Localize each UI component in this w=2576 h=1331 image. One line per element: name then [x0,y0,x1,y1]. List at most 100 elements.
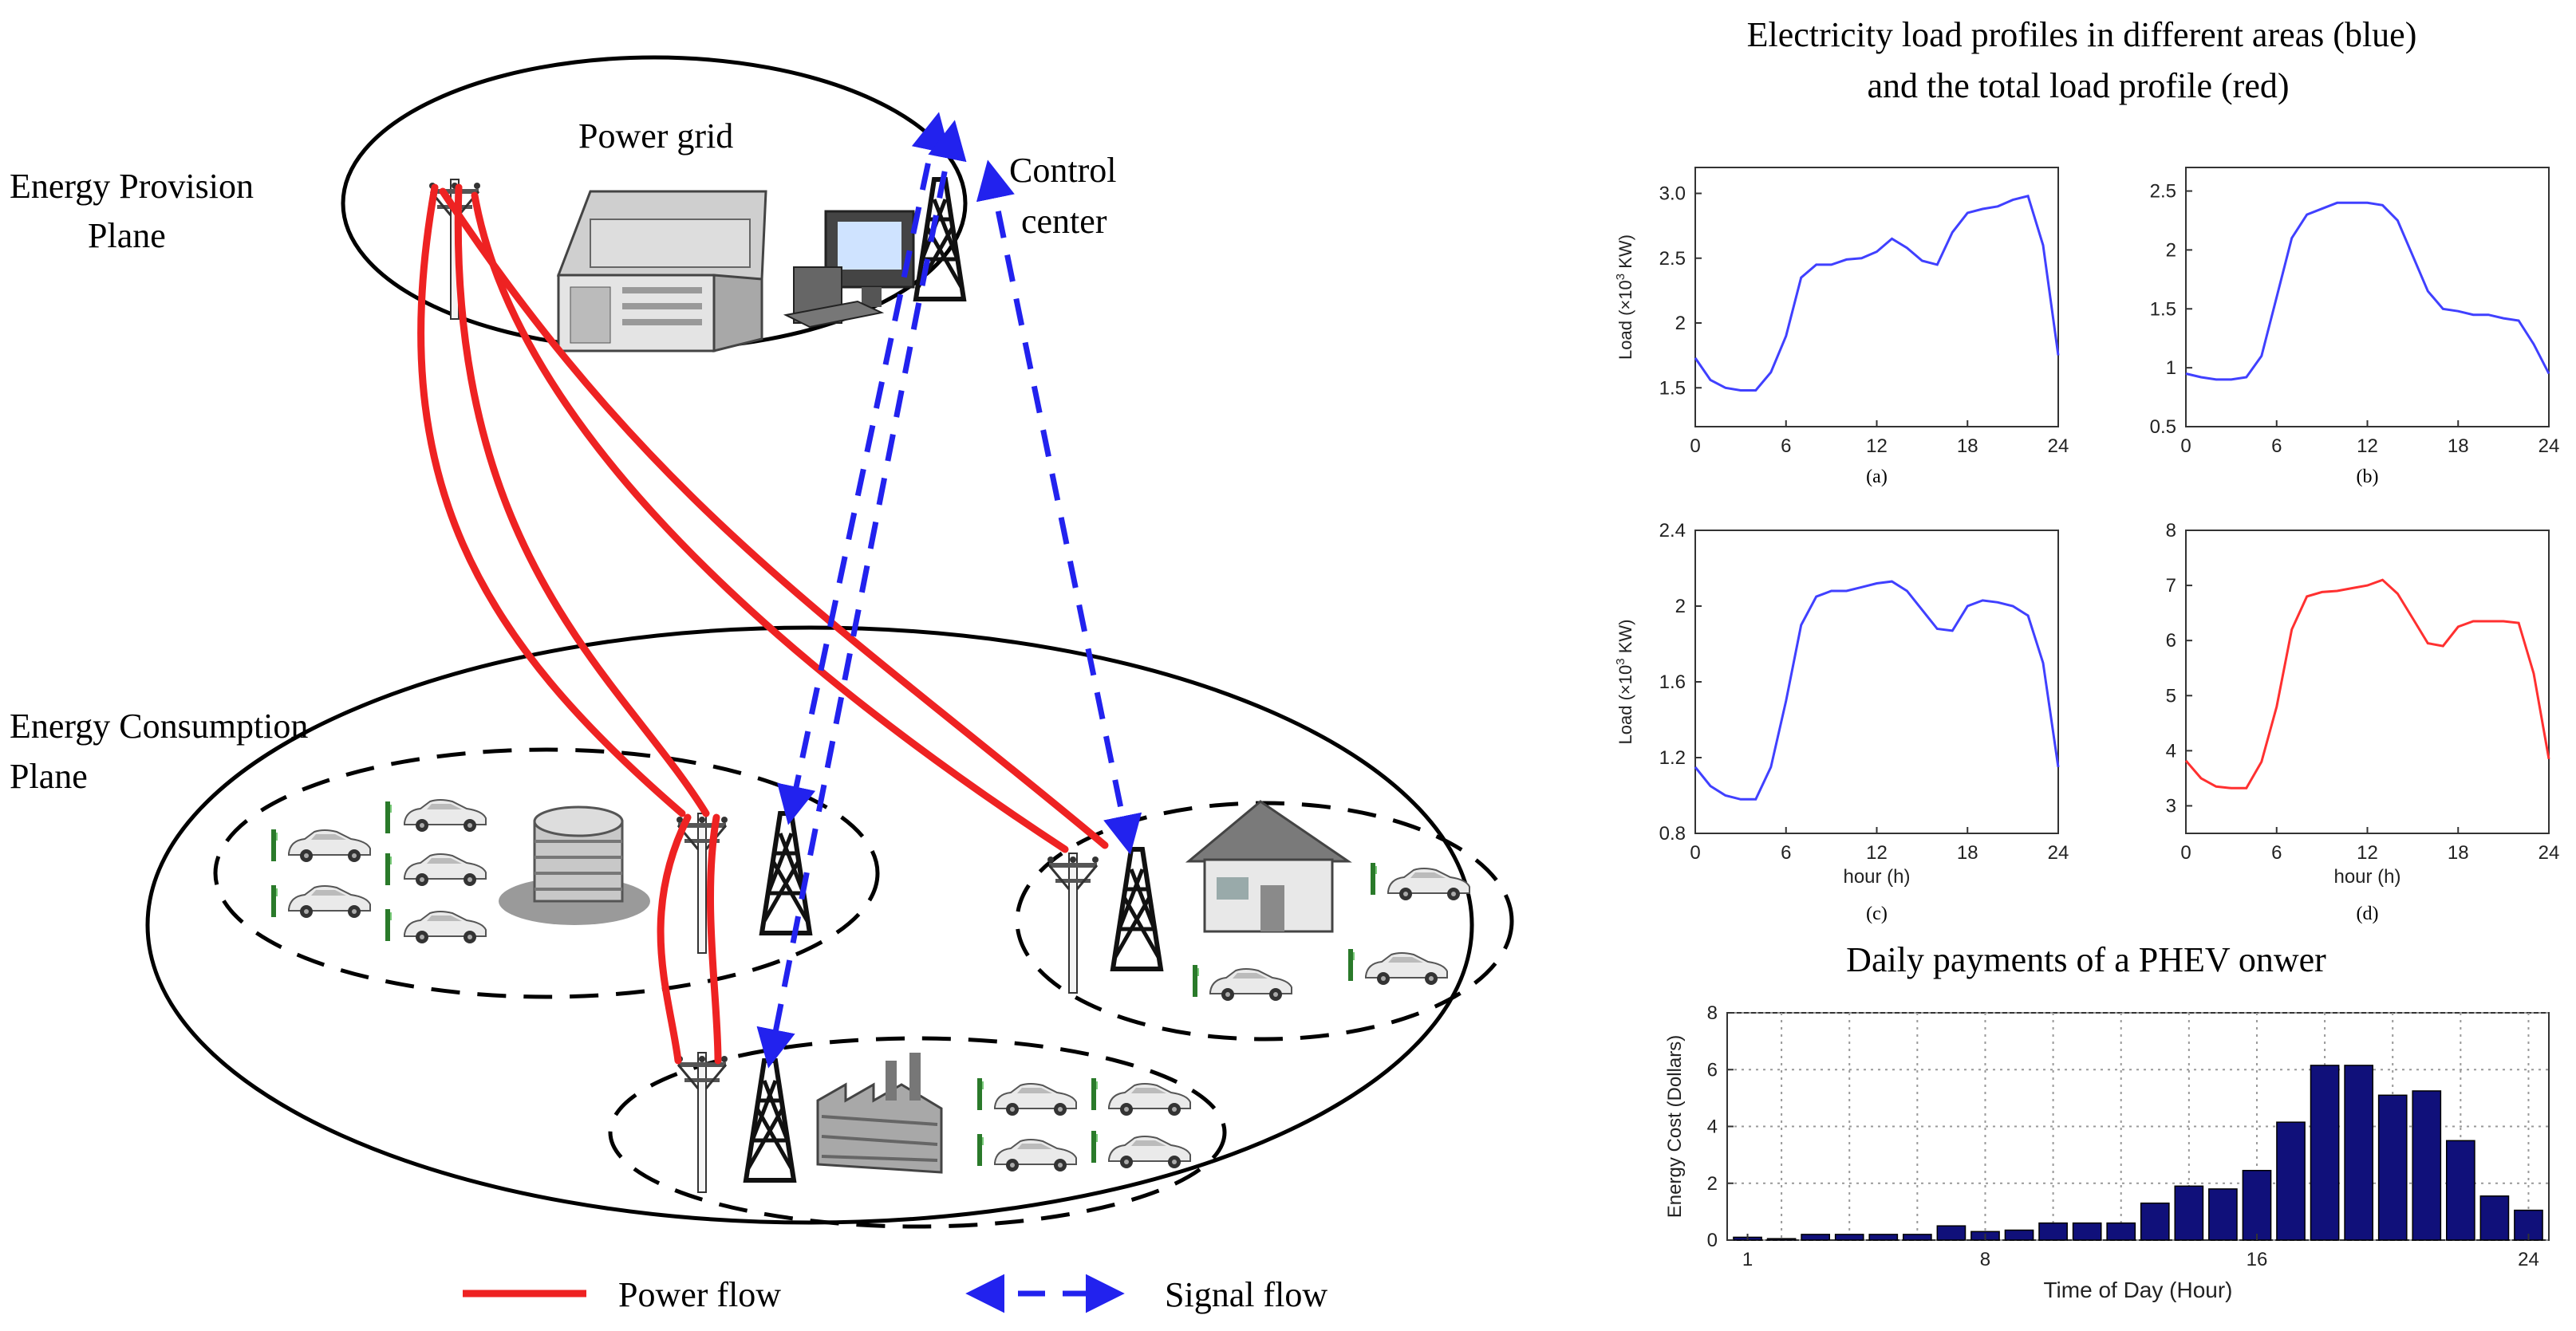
y-tick-label: 2 [1675,596,1686,617]
series-line [2185,201,2550,381]
control-center-label: Control center [1009,151,1125,241]
x-tick-label: 18 [2448,842,2469,864]
series-line [2184,578,2550,790]
bar [2208,1188,2238,1241]
ev-car-icon [1387,868,1470,901]
y-tick-label: 6 [1707,1059,1718,1081]
bar [2140,1202,2170,1241]
region-right [1046,800,1470,1002]
bar [1766,1238,1797,1241]
y-tick-label: 2.4 [1659,520,1686,541]
bar [2479,1195,2510,1241]
legend: Power flow Signal flow [463,1274,1327,1314]
plot-frame [2185,167,2550,427]
y-tick-label: 6 [2166,630,2176,652]
x-tick-label: 1 [1742,1249,1753,1270]
y-tick-label: 4 [2166,740,2176,762]
y-tick-label: 2 [2166,239,2176,261]
ev-car-icon [1365,952,1448,986]
bar [1834,1234,1864,1241]
x-tick-label: 18 [1957,435,1978,457]
bar [2004,1229,2034,1241]
bar [2344,1065,2373,1241]
x-tick-label: 0 [1690,435,1700,457]
y-tick-label: 1.2 [1659,747,1686,769]
distribution-pole-icon [1046,852,1100,994]
plot-frame [1694,167,2059,427]
y-tick-label: 1.5 [2150,298,2176,320]
x-tick-label: 6 [1781,842,1791,864]
x-tick-label: 12 [1866,842,1888,864]
bar [1801,1234,1831,1241]
cell-tower-icon [762,813,810,933]
x-tick-label: 24 [2518,1249,2539,1270]
x-tick-label: 12 [1866,435,1888,457]
ev-car-icon [994,1083,1077,1116]
y-tick-label: 3.0 [1659,183,1686,205]
ev-car-icon [1108,1136,1191,1169]
x-tick-label: 24 [2048,435,2069,457]
y-tick-label: 3 [2166,795,2176,817]
x-tick-label: 0 [1690,842,1700,864]
x-tick-label: 6 [2271,435,2282,457]
ev-car-icon [404,911,487,944]
ev-car-icon [404,853,487,887]
house-icon [1185,800,1352,933]
bar [2412,1090,2442,1241]
consumption-plane-label: Energy Consumption Plane [10,707,317,796]
chart-c: 0 6 12 18 24 0.8 1.2 1.6 2 2.4 hour (h) (c) Load (×1… [1614,520,2069,924]
x-tick-label: 18 [1957,842,1978,864]
region-bottom [675,1051,1191,1194]
y-tick-label: 1.6 [1659,671,1686,693]
y-axis-label: Load (×103 KW) [1614,620,1635,745]
distribution-pole-icon [675,1051,729,1194]
panel-label: (a) [1866,467,1888,487]
energy-diagram: Energy Provision Plane Energy Consumptio… [10,55,1514,1314]
bar [2377,1094,2408,1241]
x-tick-label: 8 [1980,1249,1990,1270]
factory-icon [816,1053,943,1174]
office-building-icon [499,805,650,925]
y-tick-label: 0.8 [1659,823,1686,845]
signal-flow-legend-label: Signal flow [1165,1275,1327,1314]
x-tick-label: 6 [1781,435,1791,457]
bar [1868,1234,1899,1241]
x-tick-label: 24 [2048,842,2069,864]
x-tick-label: 16 [2247,1249,2268,1270]
ev-car-icon [288,885,371,919]
x-tick-label: 0 [2180,435,2191,457]
plot-frame [1694,530,2059,834]
y-tick-label: 0.5 [2150,416,2176,438]
bar [2445,1140,2475,1241]
x-tick-label: 12 [2357,842,2378,864]
series-line [1694,194,2060,392]
x-tick-label: 18 [2448,435,2469,457]
x-axis-label: Time of Day (Hour) [2043,1278,2232,1302]
bar [2310,1065,2340,1241]
y-tick-label: 2 [1675,313,1686,334]
y-tick-label: 5 [2166,685,2176,707]
cell-tower-icon [746,1061,794,1180]
panel-label: (c) [1866,904,1888,924]
y-tick-label: 2 [1707,1173,1718,1195]
power-flow-legend-label: Power flow [618,1275,781,1314]
y-tick-label: 4 [1707,1116,1718,1138]
x-axis-label: hour (h) [1843,866,1910,888]
x-tick-label: 24 [2539,842,2560,864]
bar [2174,1185,2204,1241]
bar [2276,1121,2306,1241]
payments-title: Daily payments of a PHEV onwer [1846,940,2326,979]
y-tick-label: 2.5 [2150,181,2176,203]
ev-car-icon [404,799,487,833]
power-station-icon [556,190,767,352]
y-tick-label: 1 [2166,357,2176,379]
y-tick-label: 8 [1707,1002,1718,1024]
y-tick-label: 7 [2166,575,2176,597]
ev-car-icon [994,1139,1077,1172]
bar [1936,1225,1967,1241]
